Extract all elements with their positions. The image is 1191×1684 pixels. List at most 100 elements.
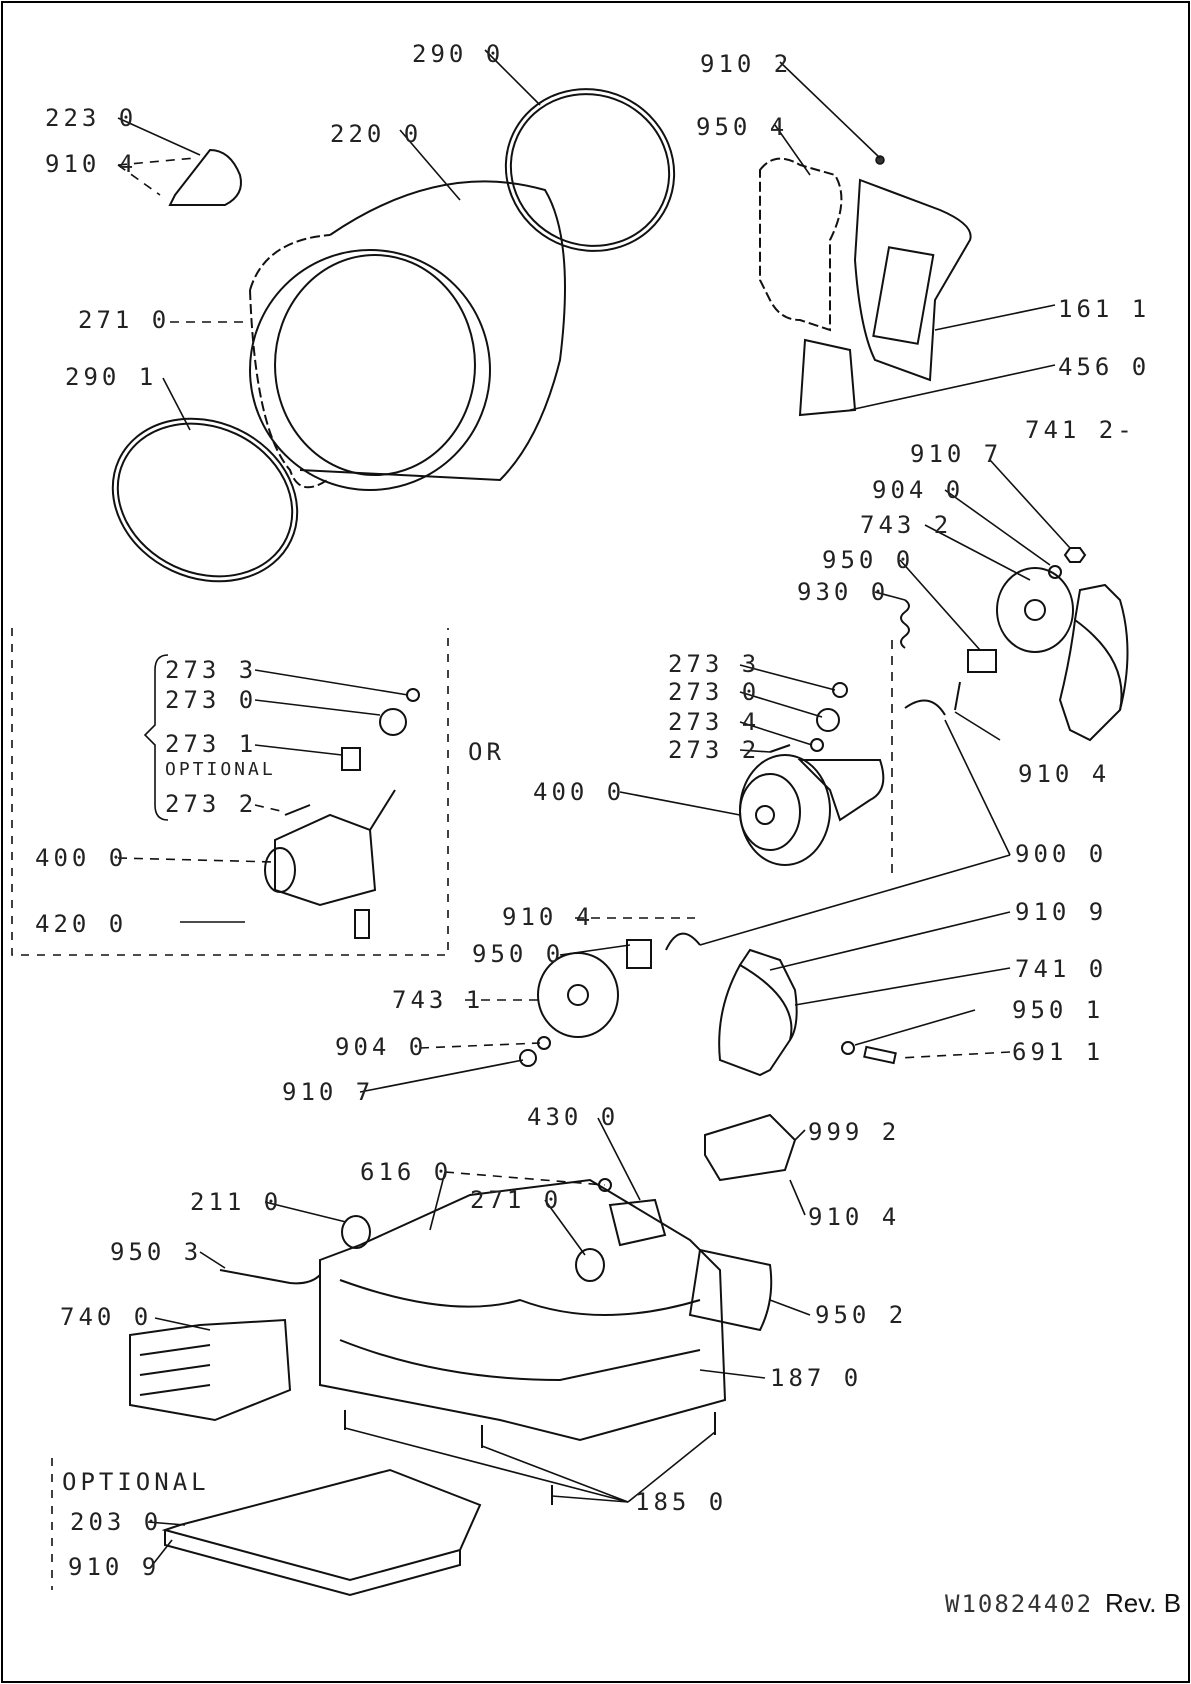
bulkhead-screw <box>875 155 885 165</box>
callout-904-b: 904 0 <box>335 1033 427 1061</box>
drum-baffle <box>168 148 242 206</box>
callout-220: 220 0 <box>330 120 422 148</box>
drum-inner-ring <box>274 254 476 476</box>
callout-271-b: 271 0 <box>470 1186 562 1214</box>
idler-bushing-left <box>341 747 361 771</box>
callout-950-1: 950 1 <box>1012 996 1104 1024</box>
callout-456: 456 0 <box>1058 353 1150 381</box>
callout-910-7-a: 910 7 <box>910 440 1002 468</box>
front-drum-seal-inner <box>116 422 294 578</box>
optional-motor-box <box>11 628 449 956</box>
callout-223: 223 0 <box>45 104 137 132</box>
washer-950-1 <box>841 1041 855 1055</box>
drum-belt <box>249 234 331 489</box>
idler-nut-right <box>832 682 848 698</box>
screw-910-4-right <box>954 681 961 711</box>
blower-wheel-right <box>996 567 1074 653</box>
callout-273-2-b: 273 2 <box>668 736 760 764</box>
callout-950-0-b: 950 0 <box>472 940 564 968</box>
base-inner-ridge <box>339 1279 701 1316</box>
cap-616 <box>598 1178 612 1192</box>
callout-labels: 290 0 223 0 910 4 220 0 271 0 290 1 910 … <box>35 40 1150 1581</box>
base-assembly <box>51 1113 797 1597</box>
revision-label: Rev. B <box>1105 1588 1181 1618</box>
idler-washer-right <box>810 738 824 752</box>
callout-950-2: 950 2 <box>815 1301 907 1329</box>
blower-assembly-right <box>900 547 1129 742</box>
callout-910-4-c: 910 4 <box>502 903 594 931</box>
nut-910-7-left <box>519 1049 537 1067</box>
callout-430: 430 0 <box>527 1103 619 1131</box>
bulkhead-frame <box>853 178 972 382</box>
callout-optional: OPTIONAL <box>62 1468 210 1496</box>
idler-nut-left <box>406 688 420 702</box>
rear-bulkhead-assembly <box>759 155 972 417</box>
filter-seal-950-3 <box>219 1269 321 1285</box>
drum-assembly <box>111 88 676 583</box>
callout-743-1: 743 1 <box>392 986 484 1014</box>
callout-910-9-a: 910 9 <box>1015 898 1107 926</box>
heater-740-coil2 <box>139 1364 211 1376</box>
callout-290-left: 290 1 <box>65 363 157 391</box>
idler-pulley-left <box>379 708 407 736</box>
callout-203: 203 0 <box>70 1508 162 1536</box>
callout-273-2-a: 273 2 <box>165 790 257 818</box>
motor-left-face <box>264 847 296 893</box>
drum-body <box>299 180 566 482</box>
callout-400-a: 400 0 <box>35 844 127 872</box>
duct-999 <box>704 1113 797 1182</box>
heater-740-coil1 <box>139 1344 211 1356</box>
callout-910-9-b: 910 9 <box>68 1553 160 1581</box>
idler-bolt-left <box>284 804 311 816</box>
optional-box-border <box>11 628 449 956</box>
control-board-tray <box>164 1530 461 1597</box>
rear-drum-seal <box>504 88 676 252</box>
motor-right-face <box>739 773 801 851</box>
blower-housing-741 <box>718 963 793 1077</box>
front-drum-seal <box>111 417 299 583</box>
callout-740: 740 0 <box>60 1303 152 1331</box>
heater-740 <box>129 1318 292 1422</box>
callout-290-top: 290 0 <box>412 40 504 68</box>
callout-or: OR <box>468 738 505 766</box>
control-board-203 <box>161 1468 482 1582</box>
callout-930: 930 0 <box>797 578 889 606</box>
nut-910-7-right <box>1063 547 1087 563</box>
callout-910-4-a: 910 4 <box>45 150 137 178</box>
clamp-900-left <box>665 932 701 951</box>
callout-273-1: 273 1 <box>165 730 257 758</box>
callout-273-3-a: 273 3 <box>165 656 257 684</box>
callout-273-3-b: 273 3 <box>668 650 760 678</box>
idler-bolt-right <box>769 744 791 753</box>
callout-741-2: 741 2- <box>1025 416 1136 444</box>
callout-999-2: 999 2 <box>808 1118 900 1146</box>
document-number: W10824402 <box>945 1590 1093 1618</box>
motor-right-body <box>739 754 831 866</box>
blower-housing-right <box>1058 618 1123 742</box>
callout-273-4: 273 4 <box>668 708 760 736</box>
blower-housing-right-rim <box>1074 583 1129 711</box>
callout-616: 616 0 <box>360 1158 452 1186</box>
callout-950-0-a: 950 0 <box>822 546 914 574</box>
bulkhead-gasket <box>759 157 843 332</box>
callout-910-4-b: 910 4 <box>1018 760 1110 788</box>
callout-743-2: 743 2 <box>860 511 952 539</box>
callout-741-0: 741 0 <box>1015 955 1107 983</box>
callout-900: 900 0 <box>1015 840 1107 868</box>
footer: W10824402 Rev. B <box>945 1588 1181 1618</box>
spring-930 <box>900 599 910 649</box>
callout-904-a: 904 0 <box>872 476 964 504</box>
callout-910-2: 910 2 <box>700 50 792 78</box>
washer-904-right <box>1048 565 1062 579</box>
heater-740-coil3 <box>139 1384 211 1396</box>
motor-left-body <box>274 813 377 907</box>
bracket-left-group <box>143 654 169 821</box>
blower-hub-right <box>1024 599 1046 621</box>
callout-400-b: 400 0 <box>533 778 625 806</box>
callout-271-a: 271 0 <box>78 306 170 334</box>
callout-420: 420 0 <box>35 910 127 938</box>
blower-assembly-left <box>519 932 897 1077</box>
idler-pulley-right <box>816 708 840 732</box>
callout-optional-small: OPTIONAL <box>165 759 276 780</box>
